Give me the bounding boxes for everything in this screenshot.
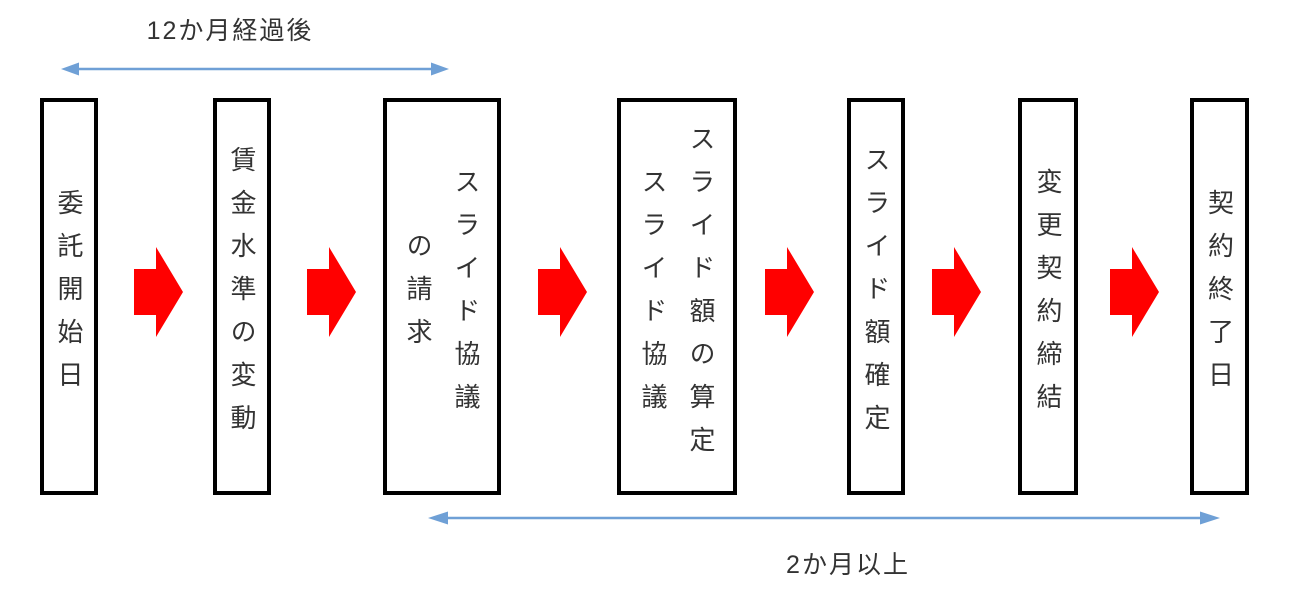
double-arrow-top-icon (61, 62, 449, 76)
box-slide-negotiation-request-label: スライド協議 の請求 (403, 167, 481, 426)
box-slide-amount-calculation-negotiation: スライド額の算定 スライド協議 (617, 98, 737, 495)
step-arrow-icon (932, 247, 981, 337)
step-arrow-icon (765, 247, 814, 337)
step-arrow-icon (1110, 247, 1159, 337)
box-slide-amount-fixed: スライド額確定 (847, 98, 905, 495)
box-amendment-contract-conclusion: 変更契約締結 (1018, 98, 1078, 495)
box-contract-end-date-label: 契約終了日 (1204, 189, 1235, 404)
top-span-label: 12か月経過後 (146, 17, 314, 45)
double-arrow-bottom-icon (428, 511, 1220, 525)
box-slide-amount-fixed-label: スライド額確定 (861, 146, 891, 447)
step-arrow-icon (538, 247, 587, 337)
box-consignment-start-date: 委託開始日 (40, 98, 98, 495)
bottom-span-label: 2か月以上 (786, 551, 910, 579)
box-contract-end-date: 契約終了日 (1190, 98, 1249, 495)
box-wage-level-change: 賃金水準の変動 (213, 98, 271, 495)
box-slide-negotiation-request: スライド協議 の請求 (383, 98, 501, 495)
box-slide-amount-calculation-negotiation-label: スライド額の算定 スライド協議 (638, 124, 716, 469)
box-wage-level-change-label: 賃金水準の変動 (227, 146, 257, 447)
step-arrow-icon (134, 247, 183, 337)
box-consignment-start-date-label: 委託開始日 (54, 189, 84, 404)
box-amendment-contract-conclusion-label: 変更契約締結 (1033, 167, 1063, 426)
step-arrow-icon (307, 247, 356, 337)
